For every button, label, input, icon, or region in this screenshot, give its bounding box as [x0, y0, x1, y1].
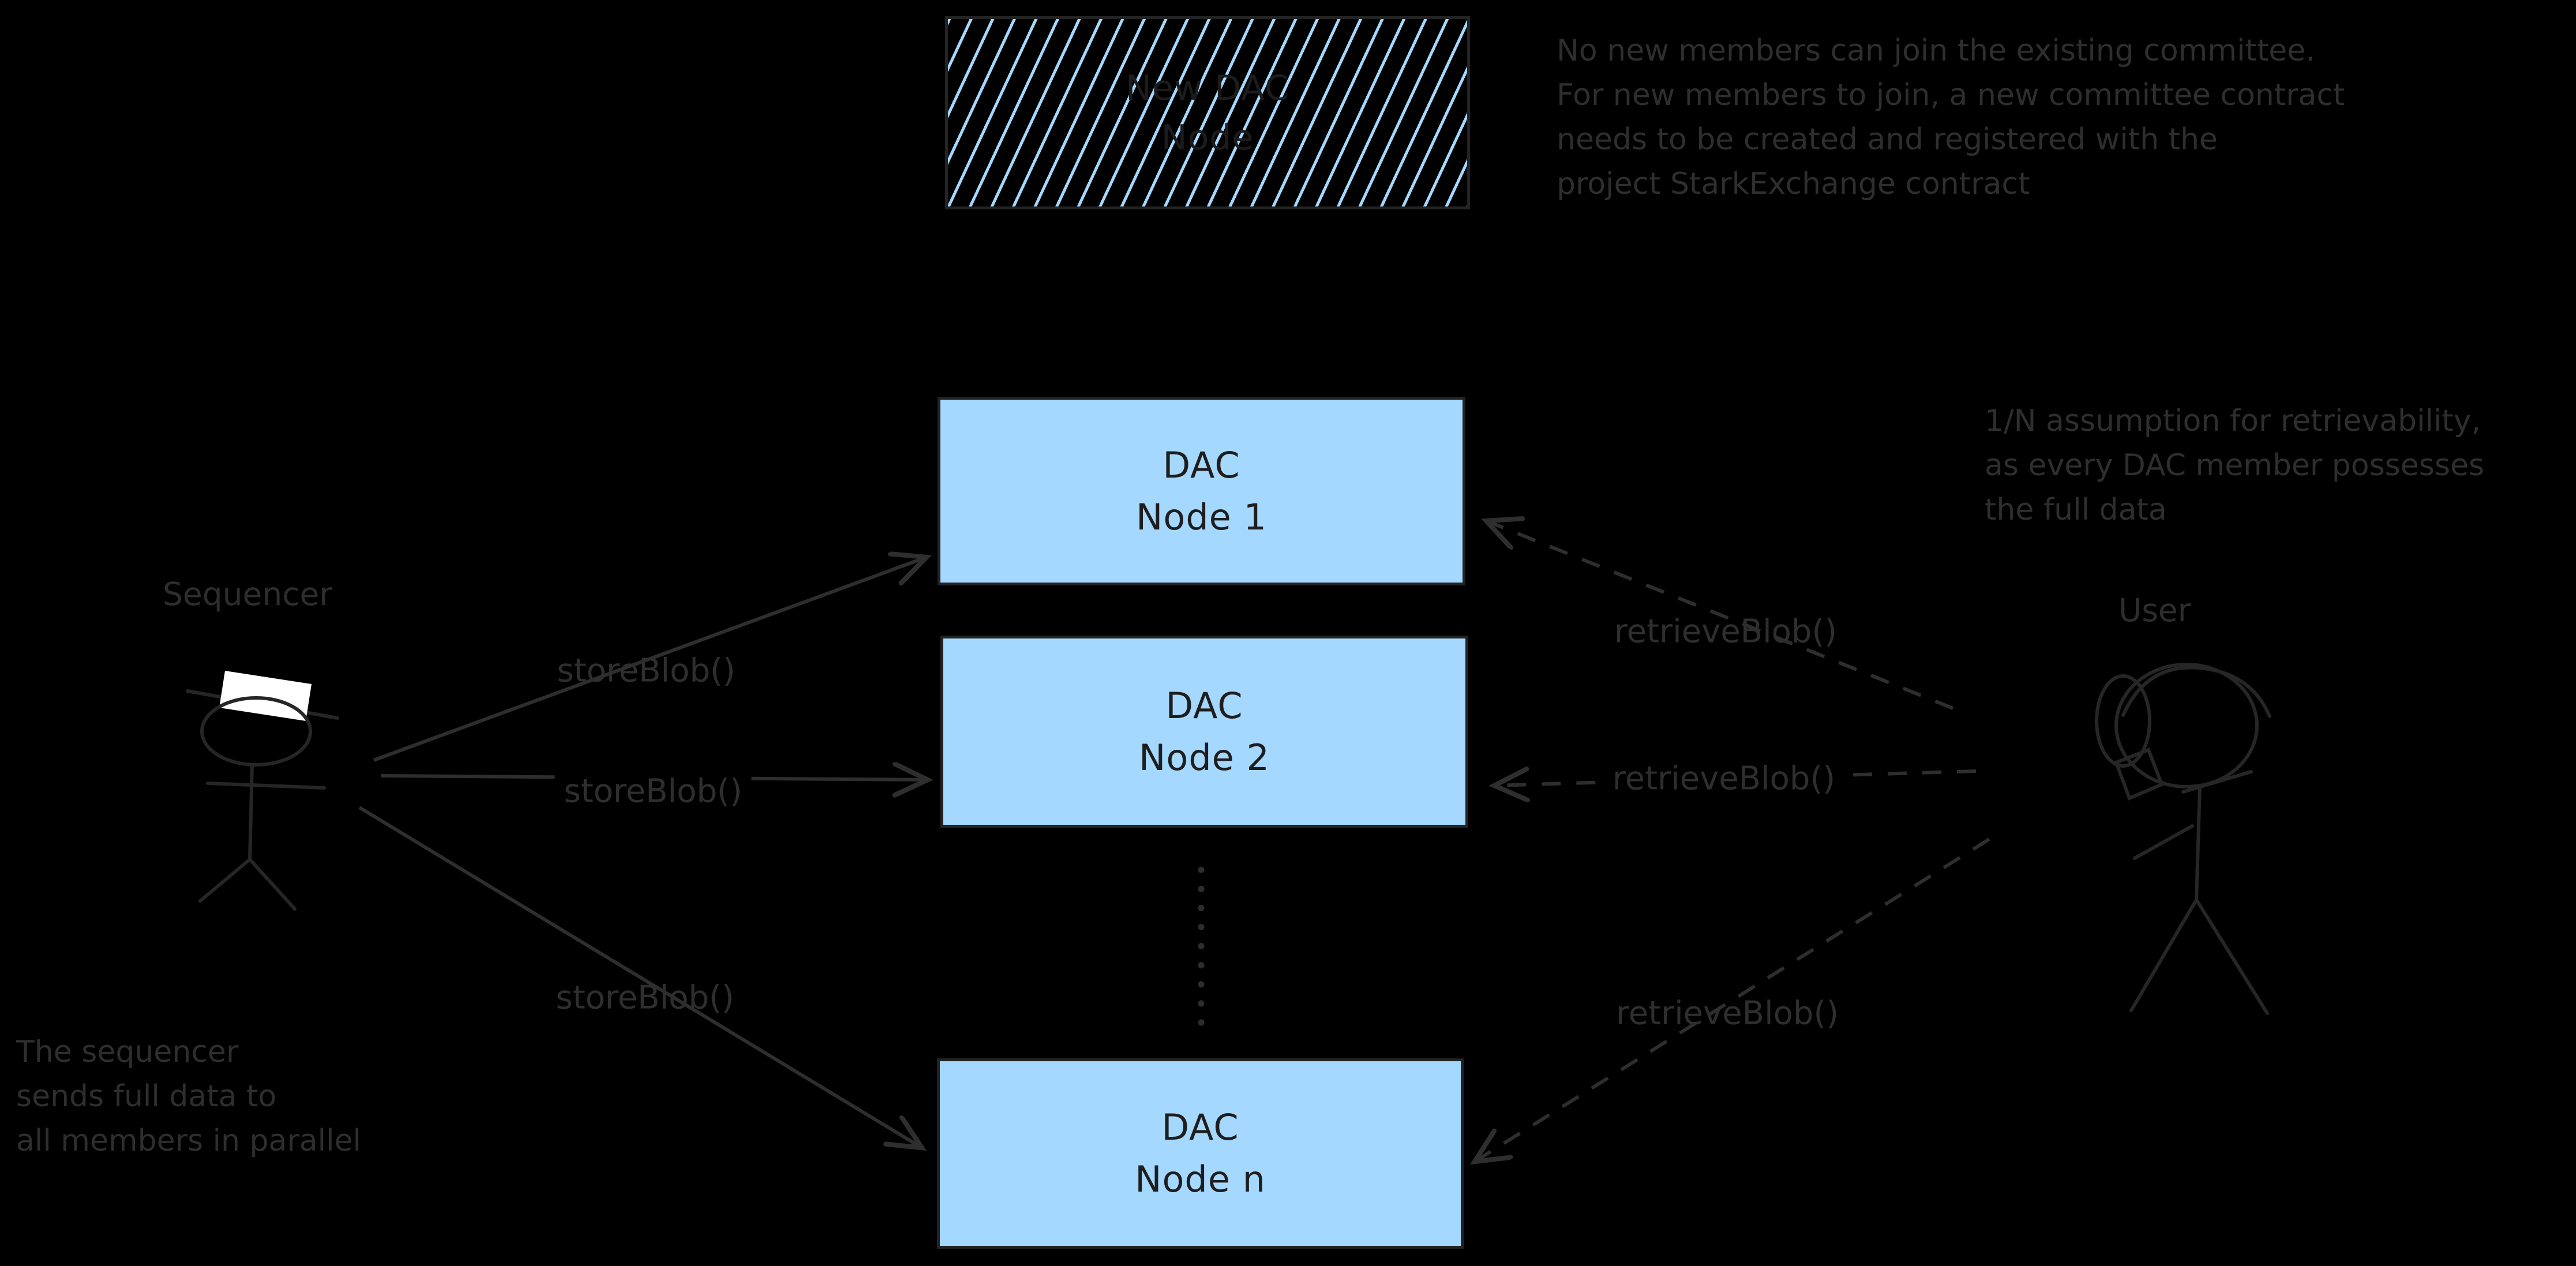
user-head-hair: [2114, 663, 2259, 788]
user-arm-left: [2133, 824, 2194, 860]
parallel-note-line1: The sequencer: [16, 1035, 239, 1069]
sequencer-arms: [206, 782, 326, 790]
parallel-note-line2: sends full data to: [16, 1079, 277, 1114]
retrievability-note-line2: as every DAC member possesses: [1985, 448, 2485, 483]
new-dac-node-box: New DAC Node: [945, 16, 1470, 209]
sequencer-label: Sequencer: [163, 576, 332, 613]
parallel-note: The sequencer sends full data to all mem…: [16, 1030, 361, 1163]
dac-node-1-box: DAC Node 1: [938, 397, 1465, 585]
sequencer-leg-left: [198, 858, 252, 903]
user-hair-side: [2095, 674, 2151, 768]
retrieve-blob-label-1: retrieveBlob(): [1614, 613, 1838, 651]
store-blob-label-1: storeBlob(): [557, 652, 736, 690]
user-label: User: [2118, 592, 2191, 629]
dac-node-2-box: DAC Node 2: [940, 636, 1468, 828]
committee-note-line3: needs to be created and registered with …: [1557, 122, 2218, 157]
new-dac-node-label-line2: Node: [1161, 117, 1254, 158]
parallel-note-line3: all members in parallel: [16, 1124, 361, 1158]
committee-note-line4: project StarkExchange contract: [1557, 167, 2030, 201]
committee-note-line2: For new members to join, a new committee…: [1557, 78, 2345, 112]
user-arm-right: [2181, 770, 2253, 794]
retrieve-arrow-node2: [1494, 771, 1977, 786]
dac-node-n-label-line2: Node n: [1135, 1158, 1266, 1200]
sequencer-leg-right: [248, 858, 297, 911]
store-arrow-noden: [358, 806, 922, 1148]
retrievability-note-line3: the full data: [1985, 493, 2167, 527]
sequencer-figure: [186, 671, 339, 911]
committee-note-line1: No new members can join the existing com…: [1557, 33, 2315, 68]
sequencer-body: [248, 763, 254, 861]
dac-node-n-box: DAC Node n: [937, 1058, 1464, 1249]
retrieve-blob-label-2: retrieveBlob(): [1603, 760, 1845, 798]
store-arrow-node1: [373, 557, 927, 762]
retrievability-note: 1/N assumption for retrievability, as ev…: [1985, 399, 2484, 532]
user-held-object: [2114, 747, 2164, 801]
user-leg-left: [2129, 898, 2198, 1012]
dac-node-1-label-line2: Node 1: [1136, 495, 1267, 538]
user-leg-right: [2195, 898, 2269, 1015]
retrieve-arrow-node1: [1486, 521, 1954, 710]
sequencer-head: [200, 696, 312, 767]
user-hair-fringe: [2121, 666, 2271, 718]
store-blob-label-3: storeBlob(): [556, 979, 734, 1017]
user-body: [2195, 785, 2202, 901]
dac-node-2-label-line1: DAC: [1165, 684, 1243, 727]
dac-node-1-label-line1: DAC: [1163, 444, 1240, 486]
committee-note: No new members can join the existing com…: [1557, 29, 2345, 206]
new-dac-node-label-line1: New DAC: [1126, 67, 1289, 108]
retrieve-blob-label-3: retrieveBlob(): [1615, 994, 1839, 1032]
retrievability-note-line1: 1/N assumption for retrievability,: [1985, 404, 2481, 438]
dac-node-n-label-line1: DAC: [1161, 1106, 1239, 1148]
user-figure: [2095, 663, 2271, 1015]
dac-node-2-label-line2: Node 2: [1139, 736, 1270, 779]
store-blob-label-2: storeBlob(): [554, 772, 752, 810]
sequencer-hat: [219, 671, 312, 721]
